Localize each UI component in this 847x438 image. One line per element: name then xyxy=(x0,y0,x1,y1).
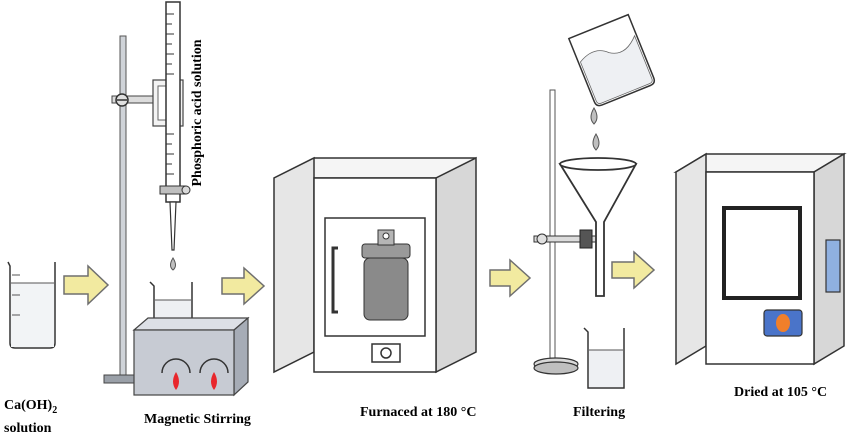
flow-arrow-4 xyxy=(611,250,656,290)
stirrer-knob-left xyxy=(161,358,191,390)
filtering-label: Filtering xyxy=(573,405,626,420)
caoh-solution-text: solution xyxy=(4,420,52,436)
pouring-beaker xyxy=(567,13,656,107)
furnace-label: Furnaced at 180 °C xyxy=(360,405,477,420)
caoh-formula: Ca(OH)2 xyxy=(4,398,58,416)
drying-oven xyxy=(673,152,847,366)
flow-arrow-3 xyxy=(489,258,532,298)
phosphoric-acid-label: Phosphoric acid solution xyxy=(190,39,205,187)
magnetic-stirring-label: Magnetic Stirring xyxy=(144,412,251,427)
flow-arrow-1 xyxy=(63,264,110,306)
magnetic-stirrer xyxy=(132,316,250,397)
dried-label: Dried at 105 °C xyxy=(734,385,828,400)
flow-arrow-2 xyxy=(221,266,266,306)
caoh-solution-label: Ca(OH)2 solution xyxy=(4,397,57,438)
burette xyxy=(159,1,191,271)
furnace xyxy=(273,156,477,374)
caoh-beaker xyxy=(7,261,56,349)
oven-control-button xyxy=(763,309,803,337)
filter-setup xyxy=(533,13,656,389)
stirrer-knob-right xyxy=(199,358,229,390)
autoclave-vessel xyxy=(361,229,411,321)
